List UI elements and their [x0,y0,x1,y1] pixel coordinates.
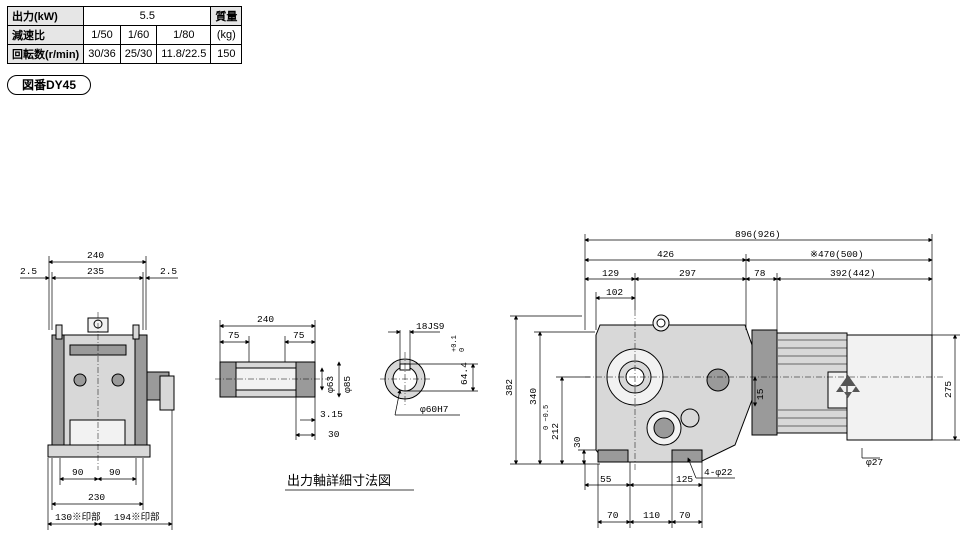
spec-row-ratio: 減速比 1/50 1/60 1/80 (kg) [6,25,243,45]
speed-2: 25/30 [119,44,158,64]
dim-130: 130※印部 [55,511,101,523]
ratio-3: 1/80 [156,25,212,45]
bore-dim-diameter: φ60H7 [420,404,449,415]
front-dim-470: ※470(500) [810,249,864,260]
front-dim-hole: 4-φ22 [704,467,733,478]
dim-2-5-left: 2.5 [20,266,37,277]
output-label: 出力(kW) [6,6,85,26]
front-view-dimensions [510,234,960,528]
dim-240: 240 [87,250,104,261]
front-dim-15: 15 [755,388,766,400]
figure-number-badge: 図番DY45 [7,75,91,95]
gearbox-housing [595,314,753,463]
spec-row-speed: 回転数(r/min) 30/36 25/30 11.8/22.5 150 [6,44,243,64]
shaft-dim-30: 30 [328,429,340,440]
motor [751,329,933,441]
front-dim-297: 297 [679,268,696,279]
shaft-detail-dimensions [219,320,342,440]
front-dim-275: 275 [943,381,954,398]
dim-235: 235 [87,266,104,277]
dim-90-right: 90 [109,467,121,478]
front-dim-110: 110 [643,510,660,521]
spec-row-output: 出力(kW) 5.5 質量 [6,6,243,26]
dim-2-5-right: 2.5 [160,266,177,277]
shaft-dim-240: 240 [257,314,274,325]
bore-dimensions [388,329,478,416]
dim-230: 230 [88,492,105,503]
side-view-dimensions [20,256,178,530]
motor-fan-cover [846,334,933,441]
spec-table: 出力(kW) 5.5 質量 減速比 1/50 1/60 1/80 (kg) 回転… [6,6,243,64]
bore-dim-tol-up: +0.1 [451,335,459,352]
front-dim-102: 102 [606,287,623,298]
shaft-detail: 240 75 75 φ63 φ85 3.15 30 [215,314,353,440]
mass-unit: (kg) [210,25,243,45]
detail-caption: 出力軸詳細寸法図 [287,473,391,488]
shaft-dim-3-15: 3.15 [320,409,343,420]
speed-1: 30/36 [83,44,121,64]
shaft-dim-phi63: φ63 [325,376,336,393]
shaft-dim-75-right: 75 [293,330,305,341]
front-dim-125: 125 [676,474,693,485]
front-dim-382: 382 [504,379,515,396]
ratio-label: 減速比 [6,25,85,45]
front-dim-340: 340 [528,388,539,405]
bore-dim-depth: 64.4 [459,362,470,385]
front-dim-392: 392(442) [830,268,876,279]
front-dim-55: 55 [600,474,612,485]
front-dim-129: 129 [602,268,619,279]
front-dim-212: 212 [550,423,561,440]
mass-value: 150 [210,44,243,64]
shaft-detail-body [215,361,330,398]
bore-dim-tol-low: 0 [459,348,467,352]
front-dim-30: 30 [572,436,583,448]
front-dim-70-right: 70 [679,510,691,521]
shaft-dim-75-left: 75 [228,330,240,341]
dim-194: 194※印部 [114,511,160,523]
front-dim-426: 426 [657,249,674,260]
front-dim-212-tol: 0 −0.5 [543,405,551,430]
front-dim-70-left: 70 [607,510,619,521]
side-view: 240 235 2.5 2.5 90 90 230 130※印部 194※印部 [20,250,178,530]
front-dim-phi27: φ27 [866,457,883,468]
dim-90-left: 90 [72,467,84,478]
front-view: 896(926) 426 ※470(500) 129 297 78 392(44… [504,229,960,528]
bore-section: 18JS9 64.4 +0.1 0 φ60H7 [380,321,478,416]
shaft-dim-phi85: φ85 [342,376,353,393]
speed-label: 回転数(r/min) [6,44,85,64]
front-dim-78: 78 [754,268,766,279]
bore-dim-key: 18JS9 [416,321,445,332]
side-view-body [47,312,175,470]
speed-3: 11.8/22.5 [156,44,212,64]
front-dim-896: 896(926) [735,229,781,240]
brand-mark-icon [836,375,860,398]
